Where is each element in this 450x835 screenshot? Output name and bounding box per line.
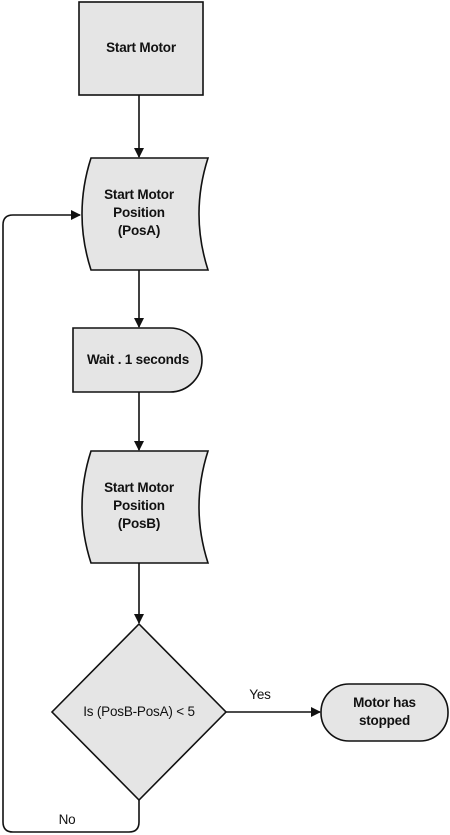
- start-motor-label: Start Motor: [106, 40, 176, 55]
- yes-edge-label: Yes: [249, 687, 271, 702]
- posb-label: Start Motor Position (PosB): [104, 480, 174, 531]
- start-motor-box: [78, 1, 204, 96]
- wait-delay-shape: [72, 327, 203, 393]
- posa-label: Start Motor Position (PosA): [104, 187, 174, 238]
- decision-label: Is (PosB-PosA) < 5: [83, 704, 195, 719]
- no-edge-label: No: [58, 812, 76, 827]
- arrow-decision-no-loop: [2, 210, 140, 833]
- motor-stopped-terminator: [320, 683, 449, 742]
- posb-data-shape: [81, 450, 210, 564]
- motor-stopped-label: Motor has stopped: [353, 695, 416, 728]
- posa-data-shape: [81, 157, 210, 271]
- wait-label: Wait . 1 seconds: [86, 352, 190, 367]
